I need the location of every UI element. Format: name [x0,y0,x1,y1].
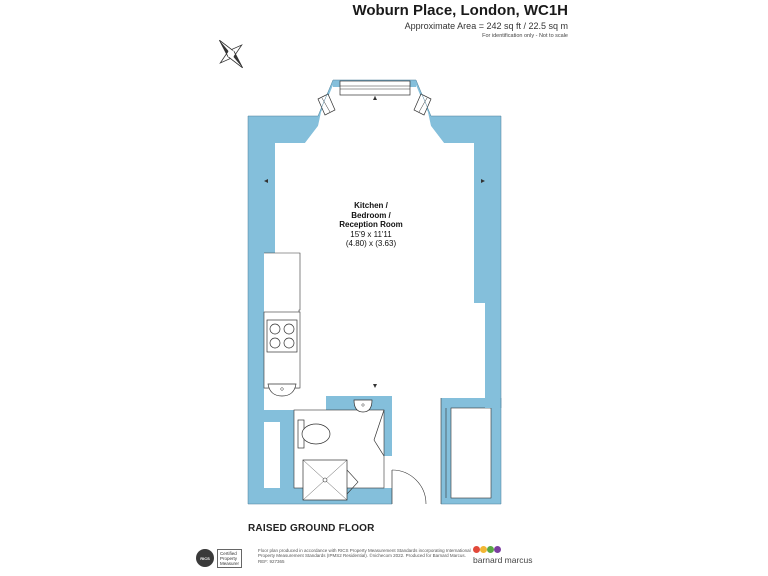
fineprint: Floor plan produced in accordance with R… [258,548,471,564]
cupboard-outline [440,398,447,504]
rics-badge: RICS Certified Property Measurer [196,548,254,568]
page-title: Woburn Place, London, WC1H [352,2,568,19]
room-name-line-3: Reception Room [339,220,403,229]
kitchen-sink-icon [267,383,297,397]
rics-seal-icon: RICS [196,549,214,567]
scale-note: For identification only - Not to scale [482,33,568,39]
hob-icon [266,319,298,353]
room-name-line-1: Kitchen / [354,201,388,210]
floor-label: RAISED GROUND FLOOR [248,523,375,534]
bay-window [317,80,432,116]
wash-basin-icon [353,399,373,413]
wall-outline [247,79,502,505]
compass-north-letter: N [228,49,235,59]
brand-dots-icon [473,546,501,553]
shower-tray-icon [302,459,359,501]
room-label: Kitchen / Bedroom / Reception Room 15'9 … [316,201,426,249]
approximate-area: Approximate Area = 242 sq ft / 22.5 sq m [404,21,568,31]
dimension-markers [264,96,485,388]
rics-certified-text: Certified Property Measurer [217,548,243,568]
room-dimension-metric: (4.80) x (3.63) [345,239,397,248]
brand-name: barnard marcus [473,555,533,565]
compass-icon: N [219,39,243,69]
brand-logo: barnard marcus [473,546,553,566]
rics-text-line-3: Measurer [220,560,240,566]
entrance-door [391,469,427,505]
rics-text-line-1: Certified [220,550,237,556]
rics-text-line-2: Property [220,555,238,561]
bathroom-door [373,409,385,457]
toilet-icon [297,419,331,449]
room-dimension-imperial: 15'9 x 11'11 [350,229,392,239]
room-name-line-2: Bedroom / [351,210,391,220]
